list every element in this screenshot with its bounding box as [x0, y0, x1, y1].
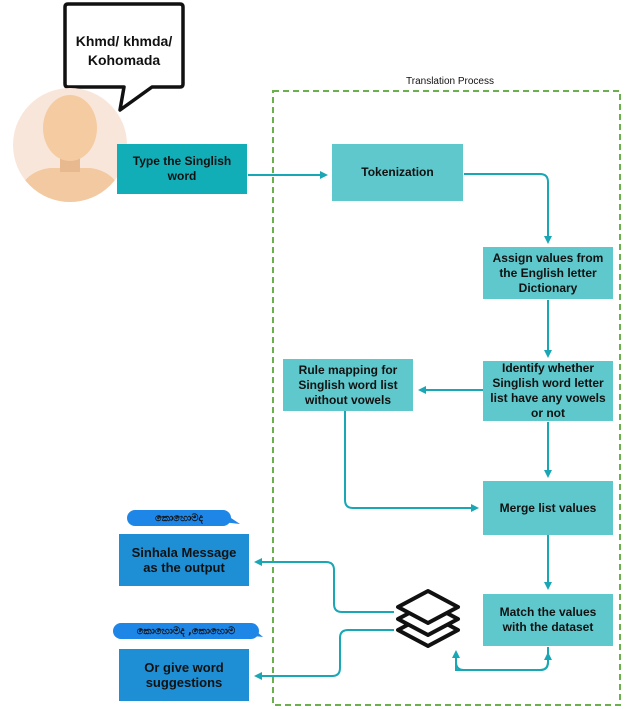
assign-values-node: Assign values from the English letter Di…: [483, 247, 613, 299]
speech-bubble-line2: Kohomada: [87, 52, 161, 68]
speech-bubble-line1: Khmd/ khmda/: [75, 33, 173, 49]
sinhala-output-chip: කොහොමද: [127, 510, 231, 526]
type-word-node: Type the Singlish word: [117, 144, 247, 194]
arrow-rule-to-merge: [344, 411, 479, 512]
layers-stack-icon: [396, 589, 460, 648]
speech-bubble-text: Khmd/ khmda/ Kohomada: [66, 32, 182, 70]
user-avatar-icon: [13, 88, 127, 202]
speech-bubble-shape: [63, 2, 185, 112]
rule-mapping-node: Rule mapping for Singlish word list with…: [283, 359, 413, 411]
identify-vowels-node: Identify whether Singlish word letter li…: [483, 361, 613, 421]
arrow-layers-to-output: [254, 558, 394, 613]
match-node: Match the values with the dataset: [483, 594, 613, 646]
arrow-tokenization-to-assign: [464, 173, 552, 244]
sinhala-output-node: Sinhala Message as the output: [119, 534, 249, 586]
arrow-layers-to-suggestions: [254, 629, 394, 680]
translation-process-border: [272, 90, 621, 706]
merge-node: Merge list values: [483, 481, 613, 535]
arrow-match-to-layers: [452, 647, 549, 671]
word-suggestions-node: Or give word suggestions: [119, 649, 249, 701]
translation-process-label: Translation Process: [406, 76, 494, 87]
arrow-layers-loop: [455, 652, 552, 671]
tokenization-node: Tokenization: [332, 144, 463, 201]
word-suggestion-chip: කොහොමද ,කොහොම: [113, 623, 259, 639]
